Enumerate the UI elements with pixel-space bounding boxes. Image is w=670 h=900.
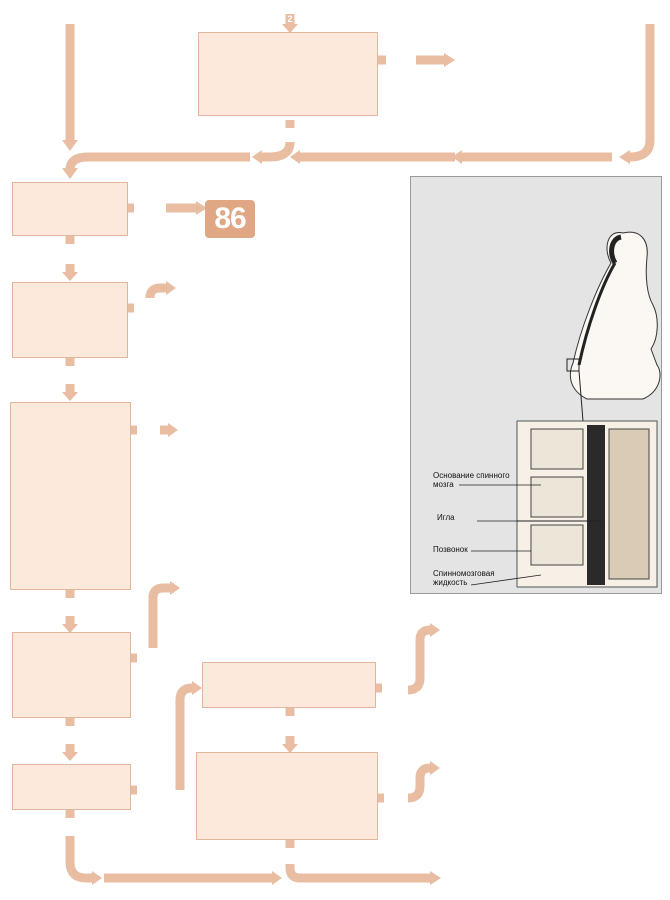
flow-box-1 <box>12 182 128 236</box>
flow-box-2 <box>12 282 128 358</box>
column-number-2: 2 <box>287 14 293 24</box>
flow-box-4 <box>12 632 131 718</box>
column-3-line <box>629 24 655 162</box>
merge-line-center <box>262 141 295 162</box>
column-number-1: 1 <box>67 14 73 24</box>
flow-box-b <box>202 662 376 708</box>
merge-line-left <box>65 152 250 171</box>
column-number-3: 3 <box>647 14 653 24</box>
box-c-exit-arrow <box>407 763 431 803</box>
anatomy-drawing <box>459 231 661 588</box>
label-csf: Спинномозговая жидкость <box>433 569 495 587</box>
box-5-to-b-arrow <box>175 683 193 790</box>
bottom-line-right <box>285 863 430 883</box>
lumbar-puncture-illustration: Основание спинного мозга Игла Позвонок С… <box>410 176 662 594</box>
flow-box-a <box>198 32 378 116</box>
bottom-line-left <box>65 836 92 883</box>
label-needle: Игла <box>437 513 455 522</box>
box-2-exit-arrow <box>145 283 166 299</box>
flow-box-5 <box>12 764 131 810</box>
flow-box-3 <box>10 402 131 590</box>
box-4-exit-arrow <box>148 583 170 648</box>
label-vertebra: Позвонок <box>433 545 468 554</box>
flow-box-c <box>196 752 378 840</box>
reference-badge: 86 <box>205 200 255 238</box>
box-b-exit-arrow <box>407 625 431 695</box>
label-spinal-cord-base: Основание спинного мозга <box>433 471 510 489</box>
